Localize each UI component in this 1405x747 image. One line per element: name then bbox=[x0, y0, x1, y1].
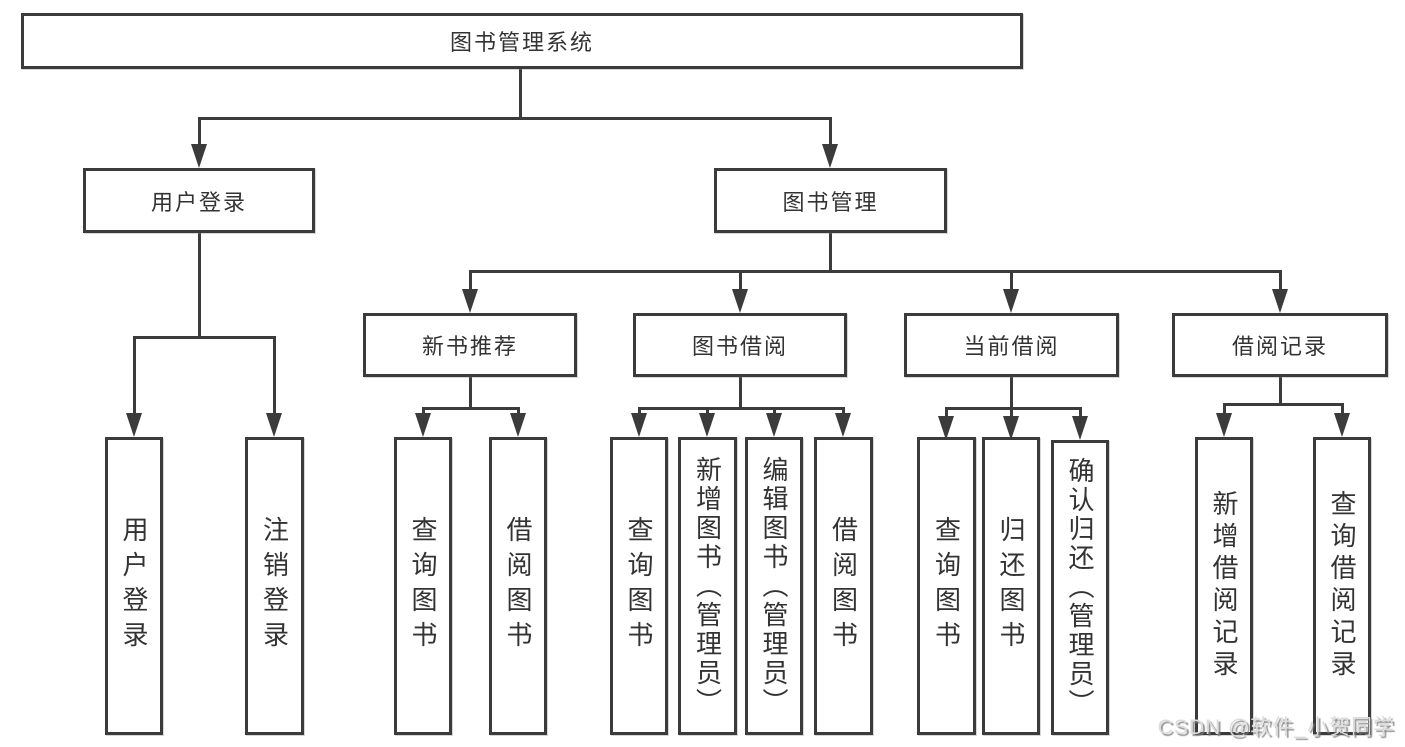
node-label: 图书管理系统 bbox=[449, 30, 594, 55]
connector-line bbox=[1340, 404, 1344, 419]
leaf-query-books-current: 查询图书 bbox=[917, 437, 976, 735]
leaf-confirm-return-admin: 确认归还（管理员） bbox=[1051, 440, 1109, 735]
arrowhead-down-icon bbox=[462, 289, 478, 313]
leaf-query-borrow-record: 查询借阅记录 bbox=[1313, 437, 1371, 735]
leaf-label: 编辑图书（管理员） bbox=[759, 455, 789, 717]
connector-line bbox=[828, 233, 832, 271]
connector-line bbox=[944, 408, 948, 422]
leaf-add-borrow-record: 新增借阅记录 bbox=[1195, 437, 1253, 735]
leaf-label: 借阅图书 bbox=[503, 516, 533, 656]
node-label: 当前借阅 bbox=[963, 334, 1060, 359]
connector-line bbox=[1222, 402, 1344, 406]
connector-line bbox=[1278, 271, 1282, 295]
arrowhead-down-icon bbox=[1003, 289, 1019, 313]
arrowhead-down-icon bbox=[822, 144, 838, 168]
connector-line bbox=[738, 377, 742, 408]
node-label: 新书推荐 bbox=[421, 334, 518, 359]
connector-line bbox=[197, 116, 832, 120]
connector-line bbox=[132, 337, 136, 419]
node-book-management: 图书管理 bbox=[714, 168, 947, 233]
arrowhead-down-icon bbox=[510, 413, 526, 437]
arrowhead-down-icon bbox=[1072, 416, 1088, 440]
connector-line bbox=[1078, 408, 1082, 422]
leaf-add-book-admin: 新增图书（管理员） bbox=[678, 437, 737, 735]
leaf-label: 查询图书 bbox=[624, 516, 654, 656]
arrowhead-down-icon bbox=[1003, 416, 1019, 440]
leaf-query-books-recommend: 查询图书 bbox=[394, 437, 452, 735]
leaf-label: 归还图书 bbox=[996, 516, 1026, 656]
arrowhead-down-icon bbox=[835, 413, 851, 437]
arrowhead-down-icon bbox=[699, 413, 715, 437]
arrowhead-down-icon bbox=[938, 416, 954, 440]
arrowhead-down-icon bbox=[1334, 413, 1350, 437]
node-book-borrowing: 图书借阅 bbox=[633, 313, 847, 377]
connector-line bbox=[1009, 408, 1013, 422]
leaf-label: 查询借阅记录 bbox=[1327, 490, 1357, 682]
arrowhead-down-icon bbox=[415, 413, 431, 437]
node-library-system: 图书管理系统 bbox=[21, 13, 1023, 69]
leaf-query-books-borrow: 查询图书 bbox=[610, 437, 668, 735]
node-label: 图书借阅 bbox=[691, 334, 788, 359]
connector-line bbox=[421, 406, 520, 410]
connector-line bbox=[468, 377, 472, 408]
arrowhead-down-icon bbox=[126, 413, 142, 437]
node-label: 借阅记录 bbox=[1231, 334, 1328, 359]
leaf-label: 注销登录 bbox=[259, 516, 290, 656]
arrowhead-down-icon bbox=[631, 413, 647, 437]
connector-line bbox=[1009, 271, 1013, 295]
arrowhead-down-icon bbox=[1216, 413, 1232, 437]
node-user-login: 用户登录 bbox=[83, 168, 315, 233]
leaf-label: 查询图书 bbox=[931, 516, 962, 656]
leaf-label: 用户登录 bbox=[119, 516, 149, 656]
node-label: 用户登录 bbox=[150, 189, 247, 215]
leaf-label: 查询图书 bbox=[408, 516, 438, 656]
leaf-label: 新增图书（管理员） bbox=[692, 455, 723, 717]
connector-line bbox=[1009, 377, 1013, 408]
leaf-user-login: 用户登录 bbox=[105, 437, 163, 735]
leaf-borrow-books-recommend: 借阅图书 bbox=[489, 437, 547, 735]
leaf-edit-book-admin: 编辑图书（管理员） bbox=[745, 437, 803, 735]
node-borrowing-records: 借阅记录 bbox=[1172, 313, 1388, 377]
leaf-borrow-books-borrow: 借阅图书 bbox=[814, 437, 873, 735]
node-new-book-recommendation: 新书推荐 bbox=[363, 313, 577, 377]
connector-line bbox=[468, 271, 472, 295]
connector-line bbox=[944, 406, 1082, 410]
connector-line bbox=[197, 118, 201, 150]
node-current-borrowing: 当前借阅 bbox=[904, 313, 1119, 377]
connector-line bbox=[1222, 404, 1226, 419]
connector-line bbox=[197, 233, 201, 337]
leaf-label: 借阅图书 bbox=[828, 516, 859, 656]
arrowhead-down-icon bbox=[732, 289, 748, 313]
leaf-logout: 注销登录 bbox=[245, 437, 304, 735]
node-label: 图书管理 bbox=[782, 189, 879, 215]
connector-line bbox=[518, 69, 522, 118]
connector-line bbox=[637, 406, 845, 410]
leaf-label: 确认归还（管理员） bbox=[1065, 457, 1095, 718]
connector-line bbox=[468, 269, 1282, 273]
watermark-text: CSDN @软件_小贺同学 bbox=[1157, 716, 1395, 739]
arrowhead-down-icon bbox=[766, 413, 782, 437]
connector-line bbox=[828, 118, 832, 150]
connector-line bbox=[738, 271, 742, 295]
connector-line bbox=[132, 335, 276, 339]
leaf-return-books: 归还图书 bbox=[982, 437, 1040, 735]
connector-line bbox=[272, 337, 276, 419]
leaf-label: 新增借阅记录 bbox=[1209, 490, 1239, 682]
connector-line bbox=[1278, 377, 1282, 404]
arrowhead-down-icon bbox=[266, 413, 282, 437]
arrowhead-down-icon bbox=[191, 144, 207, 168]
arrowhead-down-icon bbox=[1272, 289, 1288, 313]
